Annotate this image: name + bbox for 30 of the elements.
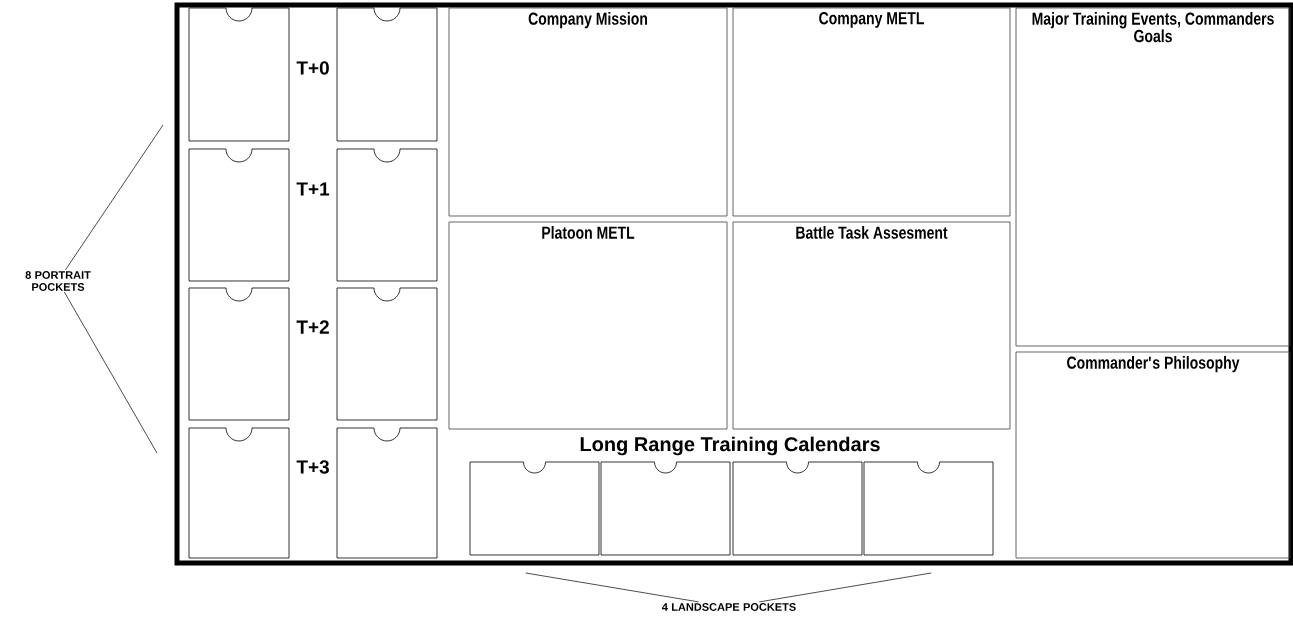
row-label: T+2 xyxy=(296,320,329,334)
row-label: T+3 xyxy=(296,460,329,474)
leader-line xyxy=(525,572,699,603)
pocket xyxy=(188,148,290,282)
panel: Company Mission xyxy=(448,7,728,217)
pocket-caption: 8 PORTRAIT POCKETS xyxy=(25,271,91,291)
panel: Major Training Events, Commanders Goals xyxy=(1015,7,1291,347)
pocket xyxy=(863,461,994,556)
pocket xyxy=(336,148,438,282)
leader-line xyxy=(64,291,158,454)
pocket-caption: 4 LANDSCAPE POCKETS xyxy=(662,603,796,611)
board-frame xyxy=(174,2,1293,566)
panel: Battle Task Assesment xyxy=(732,221,1011,430)
pocket xyxy=(600,461,731,556)
pocket xyxy=(336,7,438,142)
pocket xyxy=(188,287,290,421)
pocket xyxy=(188,427,290,559)
pocket xyxy=(336,427,438,559)
pocket xyxy=(336,287,438,421)
panel: Platoon METL xyxy=(448,221,728,430)
section-heading: Long Range Training Calendars xyxy=(580,436,880,456)
pocket xyxy=(188,7,290,142)
pocket xyxy=(732,461,863,556)
row-label: T+0 xyxy=(296,61,329,75)
pocket xyxy=(469,461,600,556)
row-label: T+1 xyxy=(296,182,330,196)
panel: Company METL xyxy=(732,7,1011,217)
leader-line xyxy=(65,124,164,271)
leader-line xyxy=(758,572,932,603)
panel: Commander's Philosophy xyxy=(1015,351,1291,559)
